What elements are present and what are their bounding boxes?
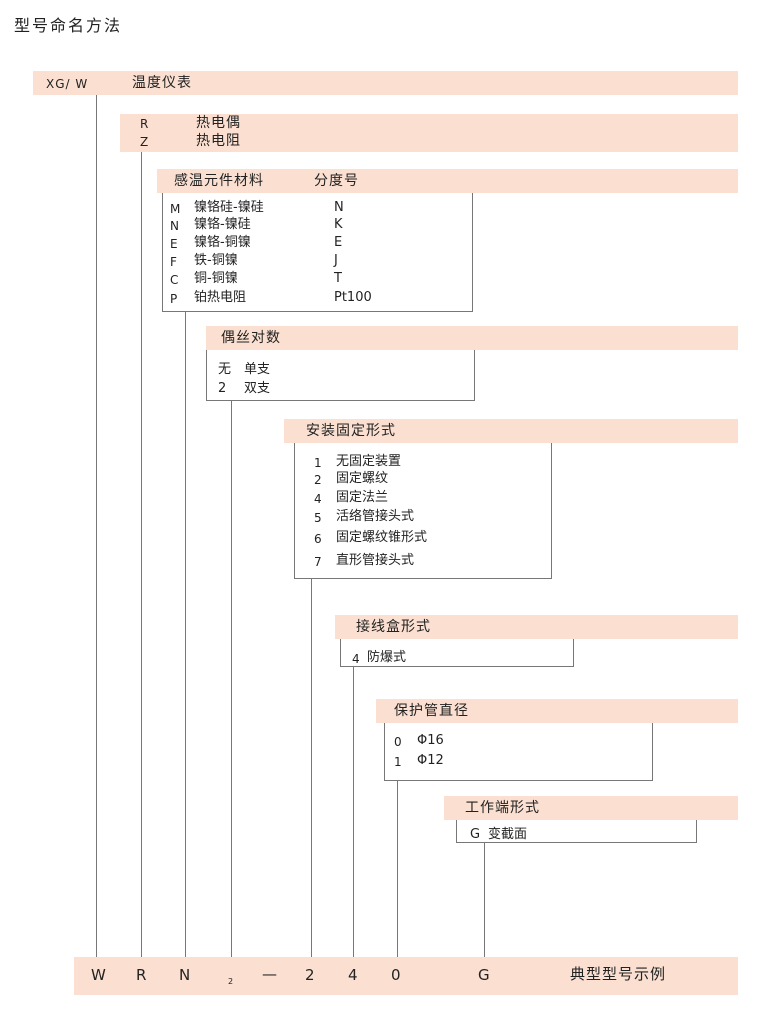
header-bar-element-material xyxy=(157,169,738,193)
working-end-box xyxy=(456,820,697,843)
connector-line-5 xyxy=(311,578,312,958)
example-char-0: 0 xyxy=(391,966,402,984)
label-rtd: 热电阻 xyxy=(196,133,241,149)
material-grade: Pt100 xyxy=(334,290,372,305)
example-char-4: 4 xyxy=(348,966,359,984)
example-char-n: N xyxy=(179,966,192,984)
mounting-label: 无固定装置 xyxy=(336,454,402,469)
material-label: 铂热电阻 xyxy=(194,290,247,305)
material-code: N xyxy=(170,219,179,233)
mounting-code: 4 xyxy=(314,492,322,506)
header-bar-junction-box xyxy=(335,615,738,639)
connector-line-7 xyxy=(397,780,398,958)
working-end-label: 变截面 xyxy=(488,827,528,842)
connector-line-3 xyxy=(185,311,186,958)
mounting-box xyxy=(294,443,552,579)
working-end-code: G xyxy=(470,827,481,842)
mounting-code: 7 xyxy=(314,555,322,569)
material-grade: J xyxy=(334,253,338,268)
wire-pairs-box xyxy=(206,350,475,401)
example-char-r: R xyxy=(136,966,148,984)
code-r: R xyxy=(140,117,149,131)
header-bar-mounting xyxy=(284,419,738,443)
example-label: 典型型号示例 xyxy=(570,965,667,983)
code-xgw: XG/ W xyxy=(46,77,89,91)
material-label: 镍铬-镍硅 xyxy=(194,217,251,232)
material-list-box xyxy=(162,193,473,312)
header-bar-working-end xyxy=(444,796,738,820)
header-graduation: 分度号 xyxy=(314,173,359,189)
material-grade: T xyxy=(334,271,342,286)
junction-box-box xyxy=(340,639,574,667)
material-code: M xyxy=(170,202,181,216)
material-label: 铁-铜镍 xyxy=(194,253,238,268)
header-mounting: 安装固定形式 xyxy=(306,423,396,439)
diameter-label: Φ16 xyxy=(417,733,444,748)
example-char-2-sub: 2 xyxy=(228,977,234,986)
mounting-label: 活络管接头式 xyxy=(336,509,415,524)
mounting-code: 5 xyxy=(314,511,322,525)
connector-line-4 xyxy=(231,400,232,958)
label-instrument: 温度仪表 xyxy=(132,75,192,91)
mounting-code: 1 xyxy=(314,456,322,470)
connector-line-6 xyxy=(353,666,354,958)
diameter-code: 0 xyxy=(394,735,402,749)
header-element-material: 感温元件材料 xyxy=(174,173,264,189)
wire-code: 2 xyxy=(218,381,227,396)
material-code: C xyxy=(170,273,179,287)
wire-label: 双支 xyxy=(244,381,271,396)
material-code: E xyxy=(170,237,178,251)
wire-label: 单支 xyxy=(244,362,271,377)
junction-label: 防爆式 xyxy=(367,650,407,665)
header-tube-diameter: 保护管直径 xyxy=(394,703,469,719)
example-char-2: 2 xyxy=(305,966,316,984)
material-code: P xyxy=(170,292,178,306)
material-label: 镍铬硅-镍硅 xyxy=(194,200,264,215)
mounting-label: 固定螺纹锥形式 xyxy=(336,530,428,545)
material-grade: K xyxy=(334,217,343,232)
code-z: Z xyxy=(140,135,149,149)
diameter-label: Φ12 xyxy=(417,753,444,768)
header-wire-pairs: 偶丝对数 xyxy=(221,330,281,346)
tube-diameter-box xyxy=(384,723,653,781)
header-bar-tube-diameter xyxy=(376,699,738,723)
junction-code: 4 xyxy=(352,652,360,666)
example-char-w: W xyxy=(91,966,107,984)
material-label: 镍铬-铜镍 xyxy=(194,235,251,250)
material-grade: N xyxy=(334,200,344,215)
header-junction-box: 接线盒形式 xyxy=(356,619,431,635)
connector-line-2 xyxy=(141,152,142,958)
header-bar-instrument xyxy=(33,71,738,95)
material-grade: E xyxy=(334,235,343,250)
mounting-code: 6 xyxy=(314,532,322,546)
connector-line-8 xyxy=(484,842,485,958)
mounting-label: 直形管接头式 xyxy=(336,553,415,568)
label-thermocouple: 热电偶 xyxy=(196,115,241,131)
header-bar-wire-pairs xyxy=(206,326,738,350)
page-title: 型号命名方法 xyxy=(14,16,123,35)
example-char-g: G xyxy=(478,966,491,984)
header-working-end: 工作端形式 xyxy=(465,800,540,816)
mounting-label: 固定法兰 xyxy=(336,490,389,505)
material-label: 铜-铜镍 xyxy=(194,271,238,286)
diameter-code: 1 xyxy=(394,755,402,769)
material-code: F xyxy=(170,255,177,269)
wire-code: 无 xyxy=(218,362,232,377)
connector-line-1 xyxy=(96,94,97,958)
example-bar xyxy=(74,957,738,995)
header-bar-type xyxy=(120,114,738,152)
example-dash: — xyxy=(262,965,278,983)
mounting-code: 2 xyxy=(314,473,322,487)
mounting-label: 固定螺纹 xyxy=(336,471,389,486)
